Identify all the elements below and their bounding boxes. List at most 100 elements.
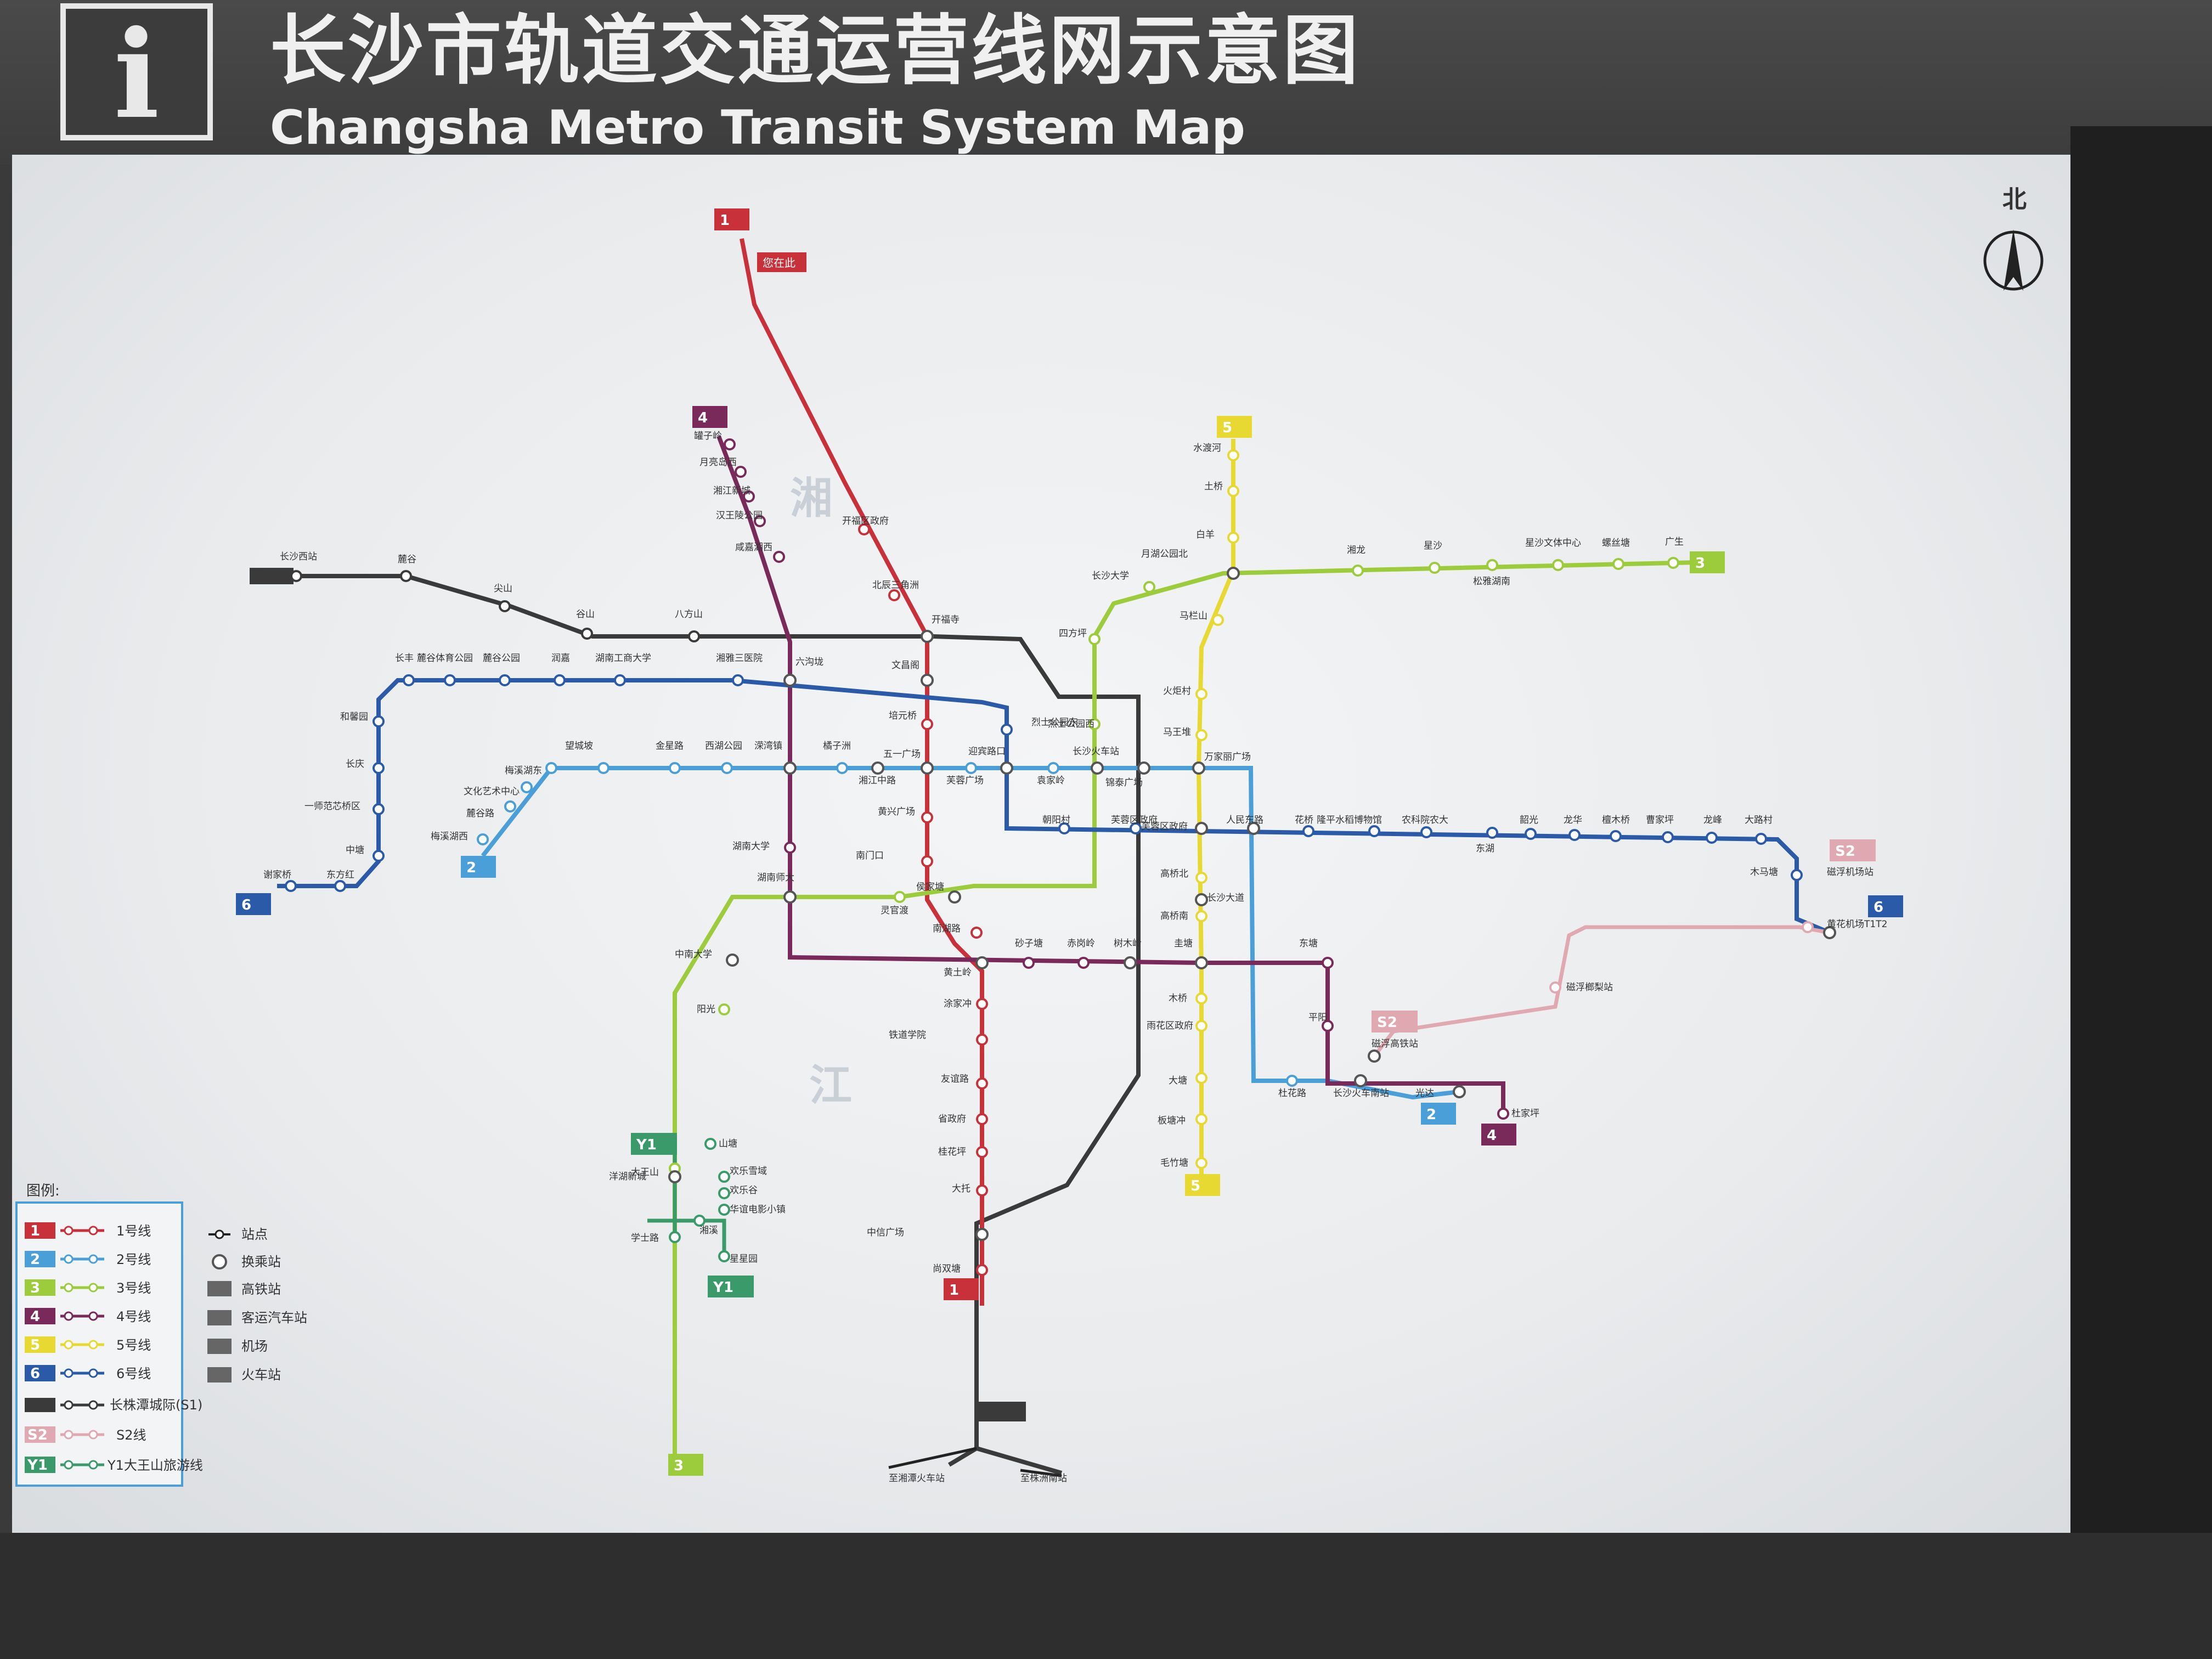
station-line3-4: 灵官渡 [881, 891, 909, 916]
svg-text:袁家岭: 袁家岭 [1037, 775, 1065, 786]
svg-text:中塘: 中塘 [346, 845, 364, 856]
svg-text:金星路: 金星路 [656, 741, 684, 752]
station-line3-10: 湘龙 [1347, 545, 1365, 577]
svg-text:烈士公园西: 烈士公园西 [1048, 719, 1094, 730]
svg-text:S2: S2 [1835, 843, 1855, 860]
svg-text:马栏山: 马栏山 [1180, 611, 1207, 622]
station-line5-2: 土桥 [1204, 481, 1239, 497]
svg-text:砂子塘: 砂子塘 [1015, 938, 1043, 949]
svg-text:农科院农大: 农科院农大 [1402, 815, 1448, 826]
svg-text:赤岗岭: 赤岗岭 [1067, 938, 1095, 949]
svg-text:高桥南: 高桥南 [1160, 911, 1188, 922]
line-3 [673, 560, 1699, 1470]
svg-text:橘子洲: 橘子洲 [823, 741, 851, 752]
north-needle-icon [2004, 229, 2023, 291]
svg-text:4: 4 [1487, 1127, 1497, 1144]
svg-text:板塘冲: 板塘冲 [1158, 1115, 1186, 1126]
svg-text:锦泰广场: 锦泰广场 [1105, 777, 1143, 788]
station-line4-14: 杜家坪 [1497, 1108, 1539, 1120]
station-s2-2: 磁浮榔梨站 [1549, 981, 1613, 994]
svg-text:文昌阁: 文昌阁 [891, 660, 919, 671]
svg-text:长沙西站: 长沙西站 [280, 551, 317, 562]
station-line4-13: 平阳 [1308, 1012, 1334, 1032]
station-line1-17: 大托 [952, 1183, 988, 1197]
svg-text:星沙: 星沙 [1424, 540, 1442, 551]
svg-text:谢家桥: 谢家桥 [263, 870, 291, 881]
station-line1-16: 桂花坪 [938, 1146, 988, 1158]
station-line2-4: 梅溪湖东 [505, 762, 557, 776]
north-label: 北 [2002, 185, 2027, 213]
station-line1-14: 友谊路 [941, 1074, 988, 1090]
svg-text:万家丽广场: 万家丽广场 [1204, 752, 1251, 763]
svg-text:土桥: 土桥 [1204, 481, 1223, 492]
svg-text:北辰三角洲: 北辰三角洲 [872, 580, 919, 591]
station-line2-5: 望城坡 [565, 741, 610, 774]
svg-text:尖山: 尖山 [494, 583, 512, 594]
station-line5-6: 马王堆 [1163, 727, 1207, 741]
svg-text:涂家冲: 涂家冲 [944, 998, 972, 1009]
svg-text:曹家坪: 曹家坪 [1646, 815, 1674, 826]
title-banner: i 长沙市轨道交通运营线网示意图 Changsha Metro Transit … [0, 0, 2212, 165]
svg-text:白羊: 白羊 [1196, 529, 1215, 540]
station-y1-2: 大王山 [631, 1167, 681, 1183]
svg-text:大托: 大托 [952, 1183, 970, 1194]
svg-text:长沙大学: 长沙大学 [1092, 571, 1129, 582]
station-line6-18: 农科院农大 [1402, 815, 1448, 838]
line-4-badge-east: 4 [1481, 1124, 1516, 1146]
station-express-1: 长沙西站 [280, 551, 317, 582]
station-s2-1: 磁浮高铁站 [1368, 1039, 1418, 1063]
station-line2-14: 长沙火车站 [1073, 746, 1119, 775]
svg-text:杜花路: 杜花路 [1278, 1088, 1306, 1099]
station-express-2: 麓谷 [398, 554, 416, 582]
station-line4-2: 月亮岛西 [699, 457, 747, 478]
svg-text:麓谷路: 麓谷路 [466, 808, 494, 819]
station-line6-17: 隆平水稻博物馆 [1317, 815, 1382, 837]
station-s2-3: 磁浮机场站 [1802, 867, 1874, 933]
station-line5-12: 雨花区政府 [1147, 1020, 1207, 1032]
station-line4-10: 树木岭 [1114, 938, 1142, 969]
svg-text:雨花区政府: 雨花区政府 [1147, 1020, 1193, 1031]
station-line1-9: 侯家塘 [916, 882, 961, 904]
station-line3-2: 阳光 [697, 1003, 730, 1015]
svg-text:长沙火车站: 长沙火车站 [1073, 746, 1119, 757]
svg-text:5: 5 [1222, 420, 1232, 436]
line-2-badge-west: 2 [461, 856, 496, 878]
svg-text:润嘉: 润嘉 [551, 653, 570, 664]
station-line2-2: 麓谷路 [466, 800, 516, 819]
station-line6-23: 曹家坪 [1646, 815, 1674, 843]
line-5-badge-south: 5 [1185, 1174, 1220, 1196]
station-express-5: 八方山 [675, 609, 703, 642]
station-line3-7: 四方坪 [1059, 628, 1101, 645]
station-line4-12: 东塘 [1299, 938, 1334, 969]
arrow-to-xiangtan [888, 1447, 977, 1469]
svg-text:磁浮榔梨站: 磁浮榔梨站 [1566, 982, 1613, 993]
station-line5-7: 芙蓉区政府 [1141, 821, 1208, 835]
legend: 图例: [15, 1180, 185, 1487]
svg-text:人民东路: 人民东路 [1226, 815, 1263, 826]
station-line6-12: 湘雅三医院 [716, 653, 763, 686]
svg-text:马王堆: 马王堆 [1163, 727, 1191, 738]
svg-text:开福寺: 开福寺 [932, 614, 960, 625]
svg-text:侯家塘: 侯家塘 [916, 882, 944, 893]
station-line5-13: 大塘 [1169, 1072, 1207, 1086]
svg-text:月湖公园北: 月湖公园北 [1141, 549, 1188, 560]
station-line1-5: 培元桥 [889, 710, 933, 730]
station-line5-11: 木桥 [1169, 992, 1207, 1005]
station-line6-26: 木马塘 [1750, 867, 1803, 881]
station-line6-3: 中塘 [346, 845, 385, 862]
svg-text:4: 4 [698, 410, 708, 426]
station-line6-10: 润嘉 [551, 653, 570, 686]
svg-text:和馨园: 和馨园 [340, 712, 368, 723]
svg-text:黄土岭: 黄土岭 [944, 967, 972, 978]
legend-title: 图例: [26, 1183, 60, 1199]
s2-badge-east: S2 [1830, 839, 1876, 861]
station-line5-15: 毛竹塘 [1160, 1157, 1207, 1169]
svg-text:华谊电影小镇: 华谊电影小镇 [730, 1204, 786, 1215]
svg-text:2: 2 [1426, 1107, 1436, 1123]
svg-text:花桥: 花桥 [1295, 815, 1313, 826]
station-line6-11: 湖南工商大学 [595, 653, 651, 686]
station-line1-10: 南湖路 [933, 923, 983, 939]
station-line4-11: 圭塘 [1174, 938, 1208, 969]
svg-text:东湖: 东湖 [1476, 843, 1494, 854]
svg-text:湖南大学: 湖南大学 [732, 841, 770, 852]
